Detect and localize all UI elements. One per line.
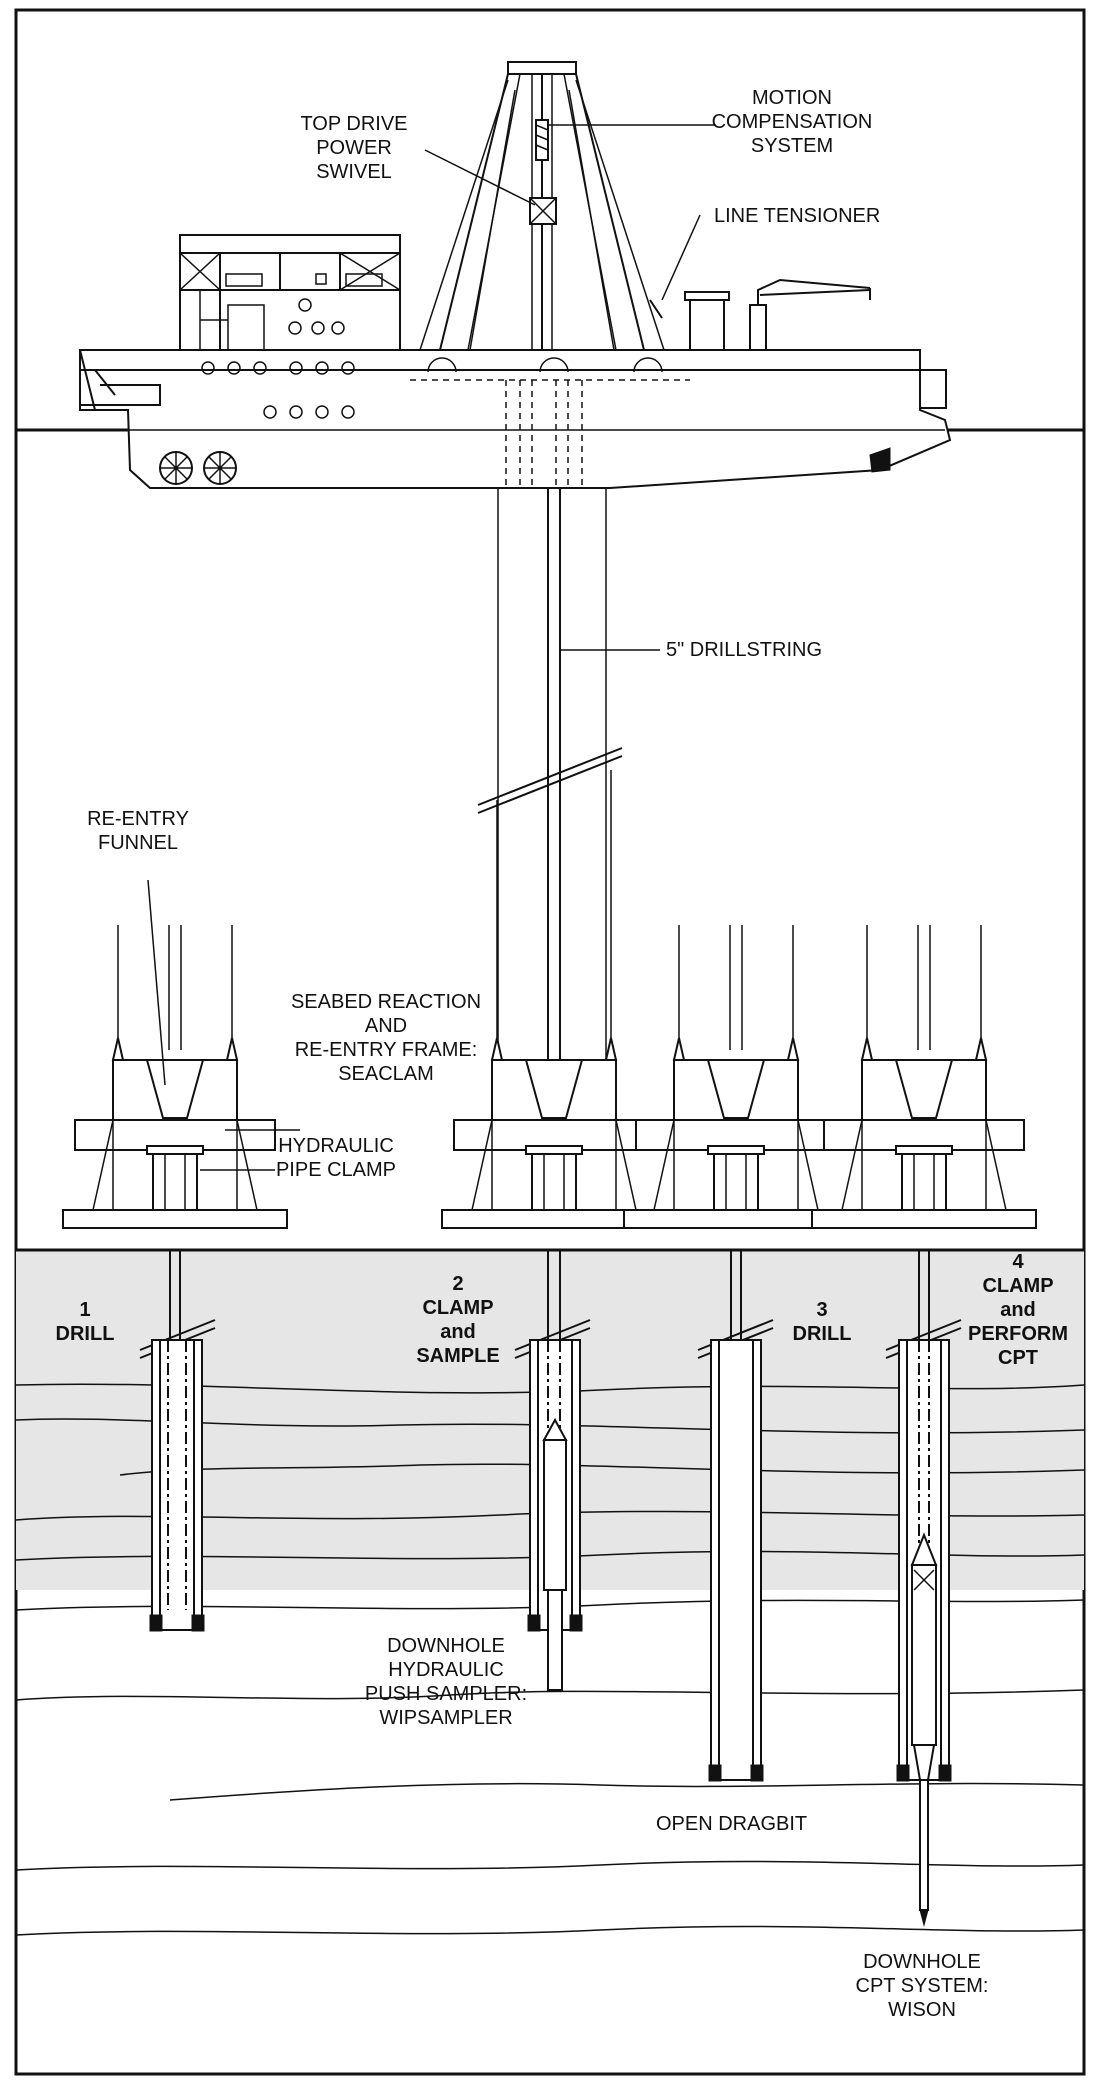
- vessel-bow: [79, 349, 161, 411]
- step-2-text-1: CLAMP: [422, 1297, 493, 1319]
- label-top-drive-line-2: POWER: [316, 137, 392, 159]
- label-drillstring: 5" DRILLSTRING: [666, 639, 822, 661]
- step-4-text-1: CLAMP: [982, 1275, 1053, 1297]
- seaclam-frame-1: [62, 925, 288, 1229]
- seaclam-frame-3: [623, 925, 849, 1229]
- label-cpt-line-3: WISON: [888, 1999, 956, 2021]
- label-top-drive: TOP DRIVE POWER SWIVEL: [300, 113, 407, 183]
- label-pipe-clamp: HYDRAULIC PIPE CLAMP: [276, 1135, 396, 1181]
- line-tensioner-leader: [661, 214, 701, 301]
- label-seabed-line-2: AND: [365, 1015, 407, 1037]
- step-1-text: DRILL: [56, 1323, 115, 1345]
- step-3-text: DRILL: [793, 1323, 852, 1345]
- step-3-number: 3: [816, 1299, 827, 1321]
- seaclam-frame-2: [441, 770, 667, 1229]
- label-funnel-line-1: RE-ENTRY: [87, 808, 189, 830]
- portholes: [201, 361, 355, 419]
- borehole-1: [139, 1250, 216, 1632]
- label-clamp-line-2: PIPE CLAMP: [276, 1159, 396, 1181]
- borehole-3: [697, 1250, 774, 1782]
- cpt-body: [911, 1564, 937, 1746]
- label-line-tensioner: LINE TENSIONER: [714, 205, 880, 227]
- label-seabed-line-3: RE-ENTRY FRAME:: [295, 1039, 478, 1061]
- step-3-label: 3 DRILL: [793, 1299, 852, 1345]
- top-drive-leader: [424, 149, 536, 206]
- label-seabed-line-4: SEACLAM: [338, 1063, 434, 1085]
- step-1-label: 1 DRILL: [56, 1299, 115, 1345]
- borehole-2: [514, 1250, 591, 1691]
- moonpool: [505, 380, 583, 488]
- label-motion-comp-line-1: MOTION: [752, 87, 832, 109]
- label-motion-compensation: MOTION COMPENSATION SYSTEM: [712, 87, 873, 157]
- label-sampler-line-2: HYDRAULIC: [388, 1659, 504, 1681]
- stern-block: [919, 369, 947, 409]
- label-cpt-system: DOWNHOLE CPT SYSTEM: WISON: [856, 1951, 989, 2021]
- derrick: [410, 61, 690, 381]
- label-cpt-line-1: DOWNHOLE: [863, 1951, 981, 1973]
- step-4-text-4: CPT: [998, 1347, 1038, 1369]
- drillstring-column: [477, 488, 623, 1135]
- label-push-sampler: DOWNHOLE HYDRAULIC PUSH SAMPLER: WIPSAMP…: [365, 1635, 527, 1729]
- step-2-text-3: SAMPLE: [416, 1345, 499, 1367]
- vessel-hull: [79, 349, 952, 489]
- label-clamp-line-1: HYDRAULIC: [278, 1135, 394, 1157]
- step-2-text-2: and: [440, 1321, 476, 1343]
- label-seabed-frame: SEABED REACTION AND RE-ENTRY FRAME: SEAC…: [291, 991, 481, 1085]
- step-4-label: 4 CLAMP and PERFORM CPT: [968, 1251, 1068, 1369]
- label-sampler-line-1: DOWNHOLE: [387, 1635, 505, 1657]
- label-sampler-line-4: WIPSAMPLER: [379, 1707, 512, 1729]
- step-4-text-2: and: [1000, 1299, 1036, 1321]
- rudder: [869, 447, 891, 473]
- step-1-number: 1: [79, 1299, 90, 1321]
- step-2-label: 2 CLAMP and SAMPLE: [416, 1273, 499, 1367]
- crane: [749, 278, 871, 351]
- funnel-leader: [147, 879, 166, 1086]
- step-2-number: 2: [452, 1273, 463, 1295]
- label-motion-comp-line-3: SYSTEM: [751, 135, 833, 157]
- push-sampler-body: [543, 1439, 567, 1591]
- label-seabed-line-1: SEABED REACTION: [291, 991, 481, 1013]
- superstructure: [179, 234, 401, 351]
- label-open-dragbit: OPEN DRAGBIT: [656, 1813, 807, 1835]
- exhaust-stack: [689, 299, 725, 351]
- borehole-4: [885, 1250, 962, 1927]
- label-funnel-line-2: FUNNEL: [98, 832, 178, 854]
- label-top-drive-line-1: TOP DRIVE: [300, 113, 407, 135]
- step-4-number: 4: [1012, 1251, 1024, 1273]
- label-motion-comp-line-2: COMPENSATION: [712, 111, 873, 133]
- label-cpt-line-2: CPT SYSTEM:: [856, 1975, 989, 1997]
- seaclam-frame-4: [811, 925, 1037, 1229]
- step-4-text-3: PERFORM: [968, 1323, 1068, 1345]
- label-sampler-line-3: PUSH SAMPLER:: [365, 1683, 527, 1705]
- drill-vessel: [79, 61, 952, 489]
- label-reentry-funnel: RE-ENTRY FUNNEL: [87, 808, 189, 854]
- label-top-drive-line-3: SWIVEL: [316, 161, 392, 183]
